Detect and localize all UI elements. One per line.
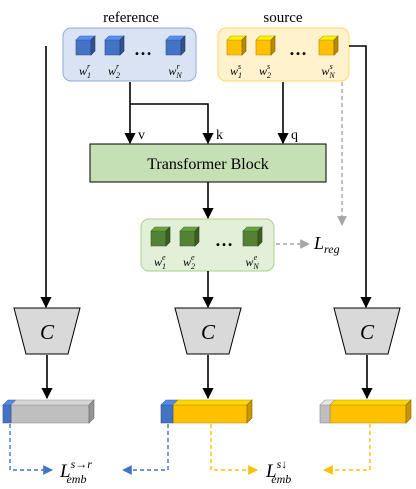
emb-src-right-face: [405, 399, 412, 424]
preserve-loss-arrow-edited: [210, 424, 258, 475]
edited-token-label-n: wNe: [245, 253, 259, 271]
source-token-label-2: w2s: [259, 62, 271, 80]
reference-token-label-n: wNr: [168, 62, 182, 80]
emb-src-main-segment: [329, 404, 407, 424]
key-input-label: k: [216, 128, 223, 143]
edited-token-cubes: [150, 226, 263, 247]
emb-ref-left-segment: [2, 404, 12, 424]
edited-token-panel: … w1e w2e wNe: [140, 218, 275, 272]
emb-ref-main-top: [10, 399, 95, 406]
preserve-loss-arrow-source: [323, 424, 371, 475]
source-token-cube-1: [226, 35, 247, 56]
reference-token-label-2: w2r: [108, 62, 120, 80]
classifier-source-label: C: [360, 320, 375, 344]
transfer-loss-arrow-edited: [122, 424, 169, 475]
regularization-loss-label: Lreg: [313, 233, 340, 256]
edited-ellipsis: …: [215, 230, 233, 250]
reference-token-cube-1: [75, 35, 96, 56]
reference-ellipsis: …: [134, 39, 152, 59]
transfer-loss-arrow-reference: [9, 424, 53, 475]
preserve-embedding-loss-label: Ls↓emb: [265, 457, 291, 486]
source-token-label-1: w1s: [230, 62, 242, 80]
reference-token-cubes: [75, 35, 186, 56]
emb-edit-left-segment: [160, 404, 174, 424]
reference-token-cube-3: [165, 35, 186, 56]
source-token-cube-3: [318, 35, 339, 56]
edited-token-label-1: w1e: [154, 253, 166, 271]
emb-ref-main-segment: [10, 404, 90, 424]
emb-edit-main-segment: [172, 404, 248, 424]
emb-src-main-top: [329, 399, 412, 406]
source-token-panel: … w1s w2s wNs: [217, 27, 350, 82]
source-ellipsis: …: [289, 39, 307, 59]
reference-token-panel: … w1r w2r wNr: [62, 27, 197, 82]
embedding-bar-edited: [160, 399, 253, 424]
source-to-classifier-arrow: [349, 45, 372, 309]
reference-token-cube-2: [104, 35, 125, 56]
source-token-cubes: [226, 35, 339, 56]
classifier-source: C: [333, 307, 401, 355]
classifier-reference-label: C: [40, 320, 55, 344]
reference-label: reference: [103, 10, 159, 26]
query-input-label: q: [291, 128, 298, 143]
emb-ref-right-face: [88, 399, 95, 424]
source-token-cube-2: [255, 35, 276, 56]
edited-token-cube-3: [242, 226, 263, 247]
embedding-bar-reference: [2, 399, 95, 424]
classifier-edited-label: C: [201, 320, 216, 344]
reference-token-label-1: w1r: [79, 62, 91, 80]
edited-token-label-2: w2e: [183, 253, 195, 271]
emb-src-left-segment: [319, 404, 331, 424]
source-token-label-n: wNs: [321, 62, 335, 80]
emb-edit-main-top: [172, 399, 253, 406]
classifier-edited: C: [174, 307, 242, 355]
attention-input-arrows: [124, 82, 289, 145]
embedding-bar-source: [319, 399, 412, 424]
value-input-label: v: [138, 128, 145, 143]
edited-token-cube-1: [150, 226, 171, 247]
source-label: source: [263, 10, 302, 26]
transformer-block-label: Transformer Block: [147, 156, 269, 173]
transformer-block: Transformer Block: [89, 143, 327, 183]
emb-edit-right-face: [246, 399, 253, 424]
classifier-reference: C: [13, 307, 81, 355]
edited-token-cube-2: [179, 226, 200, 247]
